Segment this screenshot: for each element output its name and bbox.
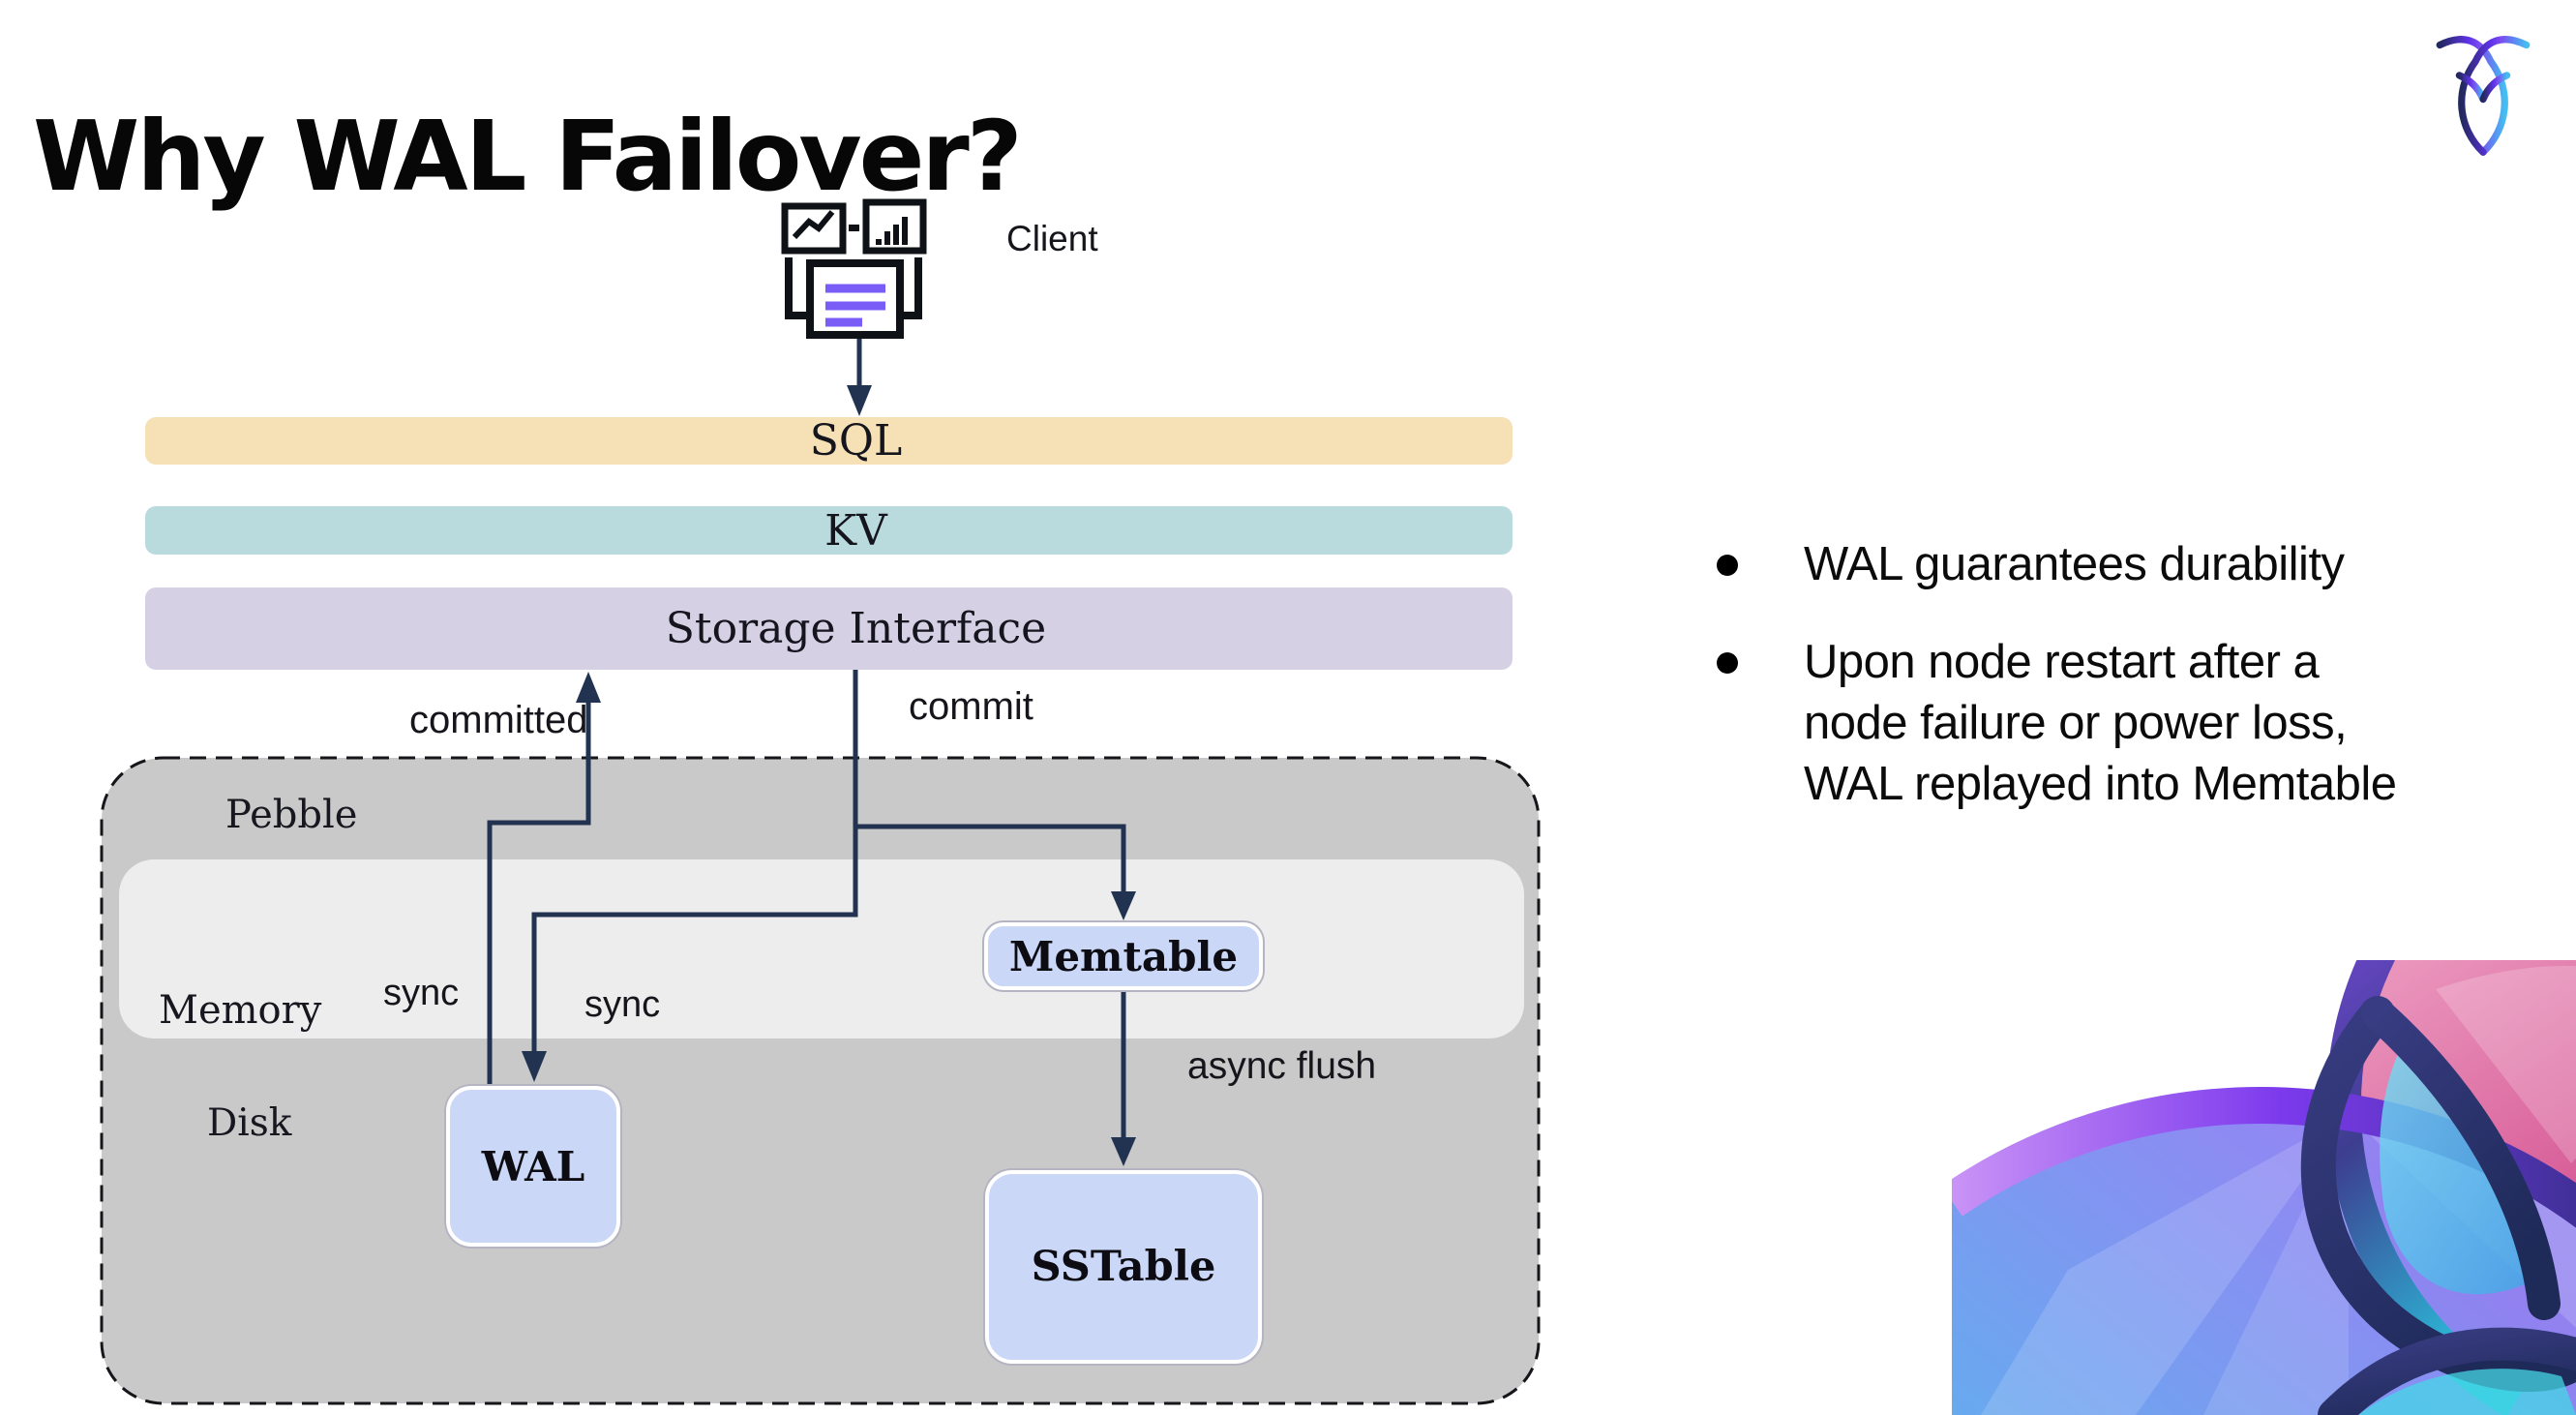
client-icon <box>781 198 927 339</box>
arrowhead-into-wal <box>522 1051 547 1082</box>
page-title: Why WAL Failover? <box>33 100 1023 213</box>
document-icon <box>785 257 922 339</box>
chart-monitors-icon <box>781 198 927 255</box>
memtable-label: Memtable <box>1008 932 1239 980</box>
bullet-text: WAL guarantees durability <box>1804 538 2345 590</box>
layer-kv: KV <box>145 505 1513 556</box>
layer-sql-label: SQL <box>809 416 903 466</box>
wal-box: WAL <box>446 1086 620 1247</box>
layer-storage-interface: Storage Interface <box>145 587 1513 670</box>
bullet-dot-icon <box>1717 555 1738 576</box>
memory-label: Memory <box>159 988 322 1033</box>
layer-storage-label: Storage Interface <box>665 604 1047 653</box>
pebble-label: Pebble <box>225 793 358 837</box>
disk-label: Disk <box>207 1101 292 1145</box>
list-item: Upon node restart after a node failure o… <box>1684 632 2564 815</box>
edge-label-committed: committed <box>409 699 588 741</box>
edge-committed <box>487 701 591 1084</box>
arrowhead-into-sql <box>847 385 872 416</box>
edge-label-sync-to-wal: sync <box>584 984 661 1025</box>
bullet-list: WAL guarantees durability Upon node rest… <box>1684 534 2564 815</box>
arrowhead-into-sstable <box>1111 1137 1136 1166</box>
sstable-label: SSTable <box>1031 1243 1216 1291</box>
sstable-box: SSTable <box>985 1170 1262 1364</box>
list-item: WAL guarantees durability <box>1684 534 2564 595</box>
edge-label-async-flush: async flush <box>1187 1045 1377 1087</box>
brand-decoration-icon <box>1952 960 2576 1415</box>
layer-sql: SQL <box>145 416 1513 466</box>
bullet-text: Upon node restart after a node failure o… <box>1804 636 2397 810</box>
arrowhead-into-memtable <box>1111 891 1136 920</box>
edge-commit-branch <box>855 824 1126 891</box>
edge-label-commit: commit <box>909 685 1033 728</box>
client-label: Client <box>1006 219 1098 258</box>
cockroachdb-logo-icon <box>2436 36 2531 156</box>
wal-label: WAL <box>481 1142 585 1190</box>
layer-kv-label: KV <box>824 505 887 556</box>
edge-label-sync-left: sync <box>383 973 460 1013</box>
memory-band <box>119 859 1524 1039</box>
bullet-dot-icon <box>1717 652 1738 674</box>
memtable-box: Memtable <box>984 922 1263 990</box>
